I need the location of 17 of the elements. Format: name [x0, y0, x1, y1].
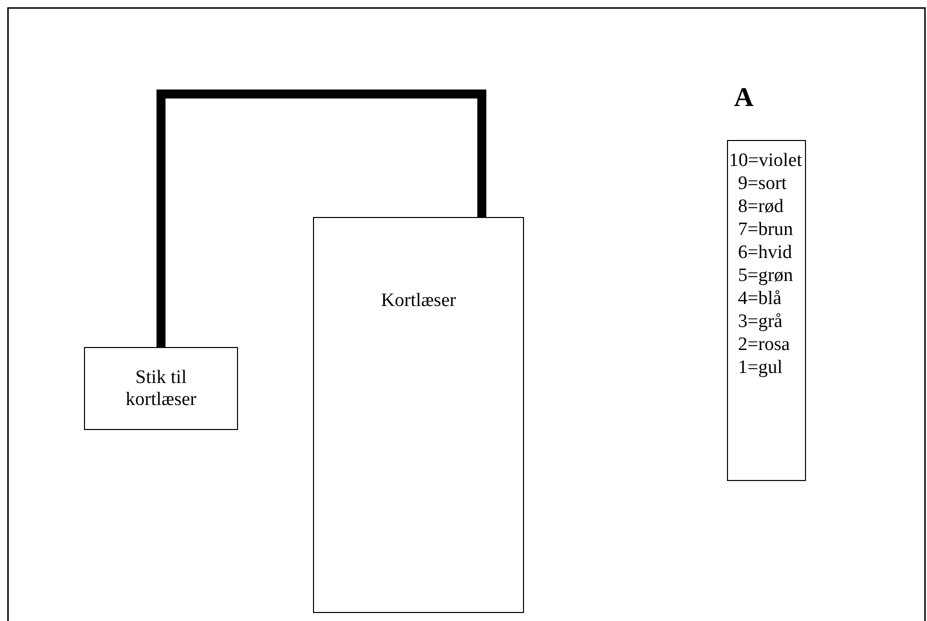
wire-color-entry: 1=gul [737, 356, 784, 379]
wire-color-entry: 4=blå [737, 287, 782, 310]
box-label: Stik til kortlæser [124, 366, 198, 410]
wire-color-entry: 2=rosa [737, 333, 791, 356]
connector-box [84, 347, 238, 430]
wire-color-entry: 3=grå [737, 310, 784, 333]
wire-color-entry: 7=brun [737, 218, 794, 241]
wire-color-entry: 5=grøn [737, 264, 794, 287]
card-reader-box [313, 217, 524, 613]
wire-color-entry: 10=violet [729, 149, 803, 172]
box-label: Kortlæser [380, 290, 457, 312]
wire-color-entry: 9=sort [737, 172, 788, 195]
cable-line [156, 90, 486, 347]
wire-color-entry: 8=rød [737, 195, 785, 218]
section-letter: A [734, 82, 754, 113]
wire-color-entry: 6=hvid [737, 241, 793, 264]
wire-color-list-box [727, 140, 806, 481]
